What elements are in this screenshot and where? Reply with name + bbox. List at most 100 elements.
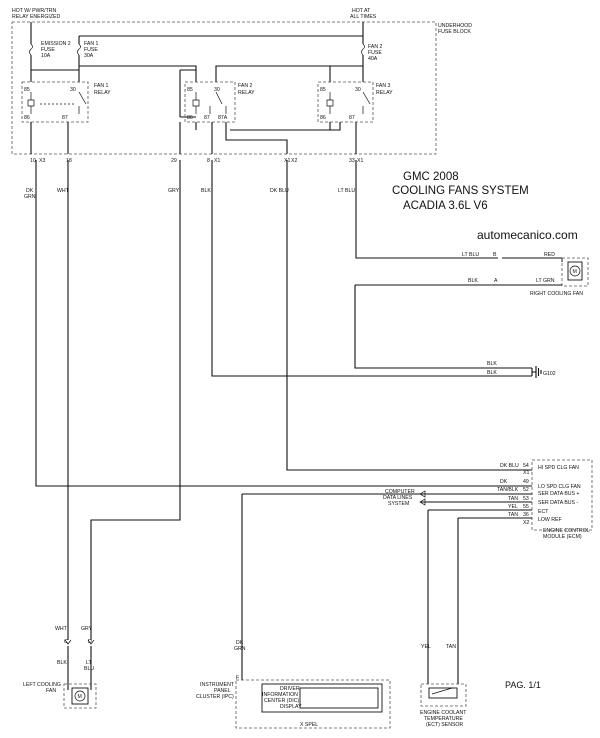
svg-text:54: 54 xyxy=(523,463,529,469)
title-line-2: COOLING FANS SYSTEM xyxy=(392,185,529,197)
svg-text:86: 86 xyxy=(24,115,30,121)
label-blk: BLK xyxy=(201,188,211,194)
svg-text:RELAY: RELAY xyxy=(94,90,111,96)
svg-text:F: F xyxy=(236,675,239,681)
fuse-block-connectors: 10 X3 18 29 X1 8 X1 47 X2 33 X1 xyxy=(30,158,363,164)
svg-text:FAN 1: FAN 1 xyxy=(94,83,109,89)
svg-text:GRN: GRN xyxy=(234,646,246,652)
ect-sensor: ENGINE COOLANT TEMPERATURE (ECT) SENSOR xyxy=(420,683,467,728)
ground-g102: G102 xyxy=(531,366,556,378)
svg-text:10: 10 xyxy=(30,158,36,164)
svg-text:87: 87 xyxy=(349,115,355,121)
svg-text:LT GRN: LT GRN xyxy=(536,278,555,284)
svg-text:BLK: BLK xyxy=(57,660,67,666)
svg-text:C: C xyxy=(64,639,68,645)
svg-text:RIGHT COOLING FAN: RIGHT COOLING FAN xyxy=(530,291,583,297)
wire-dk-grn xyxy=(35,160,532,487)
svg-text:PANEL: PANEL xyxy=(214,688,231,694)
label-blk-g1: BLK xyxy=(487,361,497,367)
hot-run-label-1: HOT W/ PWR/TRN xyxy=(12,8,57,14)
svg-text:30: 30 xyxy=(214,87,220,93)
svg-text:B: B xyxy=(493,252,497,258)
wire-gry xyxy=(90,160,181,640)
svg-text:ENGINE COOLANT: ENGINE COOLANT xyxy=(420,710,467,716)
wire-dk-blu xyxy=(286,160,532,471)
svg-text:49: 49 xyxy=(523,479,529,485)
svg-text:X2: X2 xyxy=(291,158,297,164)
hot-all-label-2: ALL TIMES xyxy=(350,14,377,20)
svg-text:COMPUTER: COMPUTER xyxy=(385,489,415,495)
svg-text:DISPLAY: DISPLAY xyxy=(280,704,302,710)
svg-text:FAN 3: FAN 3 xyxy=(376,83,391,89)
svg-text:BLU: BLU xyxy=(84,666,94,672)
fuse-fan-1: FAN 1 FUSE 30A xyxy=(77,40,99,60)
svg-text:30A: 30A xyxy=(84,53,94,59)
right-cooling-fan: LT BLU B RED M BLK A LT GRN RIGHT COOLIN… xyxy=(355,252,589,297)
svg-text:18: 18 xyxy=(66,158,72,164)
svg-text:X1: X1 xyxy=(357,158,363,164)
svg-text:FUSE: FUSE xyxy=(41,47,55,53)
svg-text:FAN 2: FAN 2 xyxy=(238,83,253,89)
svg-text:X1: X1 xyxy=(523,470,529,476)
relay-feed-bus xyxy=(30,60,364,118)
title-line-3: ACADIA 3.6L V6 xyxy=(403,200,488,212)
svg-text:TAN: TAN xyxy=(508,496,518,502)
svg-text:30: 30 xyxy=(70,87,76,93)
svg-text:RELAY: RELAY xyxy=(238,90,255,96)
label-dk-blu: DK BLU xyxy=(270,188,289,194)
label-tan: TAN xyxy=(446,644,456,650)
title-line-1: GMC 2008 xyxy=(403,171,459,183)
svg-text:53: 53 xyxy=(523,496,529,502)
fan-2-relay: 85 30 86 87 87A FAN 2 RELAY xyxy=(184,81,255,123)
svg-text:30: 30 xyxy=(355,87,361,93)
wire-blk xyxy=(211,160,532,377)
svg-text:29: 29 xyxy=(171,158,177,164)
svg-text:LEFT COOLING: LEFT COOLING xyxy=(23,682,61,688)
svg-text:X1: X1 xyxy=(214,158,220,164)
svg-text:M: M xyxy=(78,694,82,700)
wire-blk-ground-1 xyxy=(354,285,532,369)
label-grn: GRN xyxy=(24,194,36,200)
svg-text:DRIVER: DRIVER xyxy=(280,686,300,692)
svg-text:A: A xyxy=(494,278,498,284)
svg-text:FUSE: FUSE xyxy=(368,50,382,56)
svg-text:ECT: ECT xyxy=(538,509,549,515)
underhood-fuse-block xyxy=(11,21,437,155)
engine-control-module: DK BLU 54 X1 HI SPD CLG FAN DK 49 LO SPD… xyxy=(420,459,593,540)
svg-text:86: 86 xyxy=(320,115,326,121)
svg-text:DK BLU: DK BLU xyxy=(500,463,519,469)
svg-text:85: 85 xyxy=(24,87,30,93)
svg-text:36: 36 xyxy=(523,512,529,518)
fan-3-relay: 85 30 86 87 FAN 3 RELAY xyxy=(317,81,393,123)
label-blk-g2: BLK xyxy=(487,370,497,376)
svg-text:M: M xyxy=(573,269,577,275)
hot-run-label-2: RELAY ENERGIZED xyxy=(12,14,60,20)
svg-text:87A: 87A xyxy=(218,115,228,121)
svg-text:TAN/BLK: TAN/BLK xyxy=(497,487,519,493)
left-cooling-fan: WHT GRY C D BLK LT BLU M LEFT COOLING FA… xyxy=(23,626,97,709)
fuse-block-label-1: UNDERHOOD xyxy=(438,23,472,29)
svg-text:SER DATA BUS +: SER DATA BUS + xyxy=(538,491,579,497)
page-number-label: PAG. 1/1 xyxy=(505,680,541,690)
label-wht: WHT xyxy=(57,188,70,194)
svg-text:HI SPD CLG FAN: HI SPD CLG FAN xyxy=(538,465,579,471)
svg-text:CLUSTER (IPC): CLUSTER (IPC) xyxy=(196,694,234,700)
svg-text:G102: G102 xyxy=(543,371,556,377)
svg-text:GRY: GRY xyxy=(81,626,93,632)
svg-text:WHT: WHT xyxy=(55,626,68,632)
svg-text:DK: DK xyxy=(500,479,508,485)
fuse-fan-2: FAN 2 FUSE 40A xyxy=(361,40,383,62)
svg-text:33: 33 xyxy=(349,158,355,164)
svg-text:8: 8 xyxy=(207,158,210,164)
svg-text:87: 87 xyxy=(62,115,68,121)
svg-text:MODULE (ECM): MODULE (ECM) xyxy=(543,534,582,540)
svg-text:EMISSION 2: EMISSION 2 xyxy=(41,41,71,47)
svg-text:TAN: TAN xyxy=(508,512,518,518)
label-dk: DK xyxy=(26,188,34,194)
svg-text:DATA LINES: DATA LINES xyxy=(383,495,413,501)
svg-text:X3: X3 xyxy=(39,158,45,164)
svg-text:INFORMATION: INFORMATION xyxy=(262,692,298,698)
svg-text:D: D xyxy=(88,639,92,645)
svg-text:RELAY: RELAY xyxy=(376,90,393,96)
